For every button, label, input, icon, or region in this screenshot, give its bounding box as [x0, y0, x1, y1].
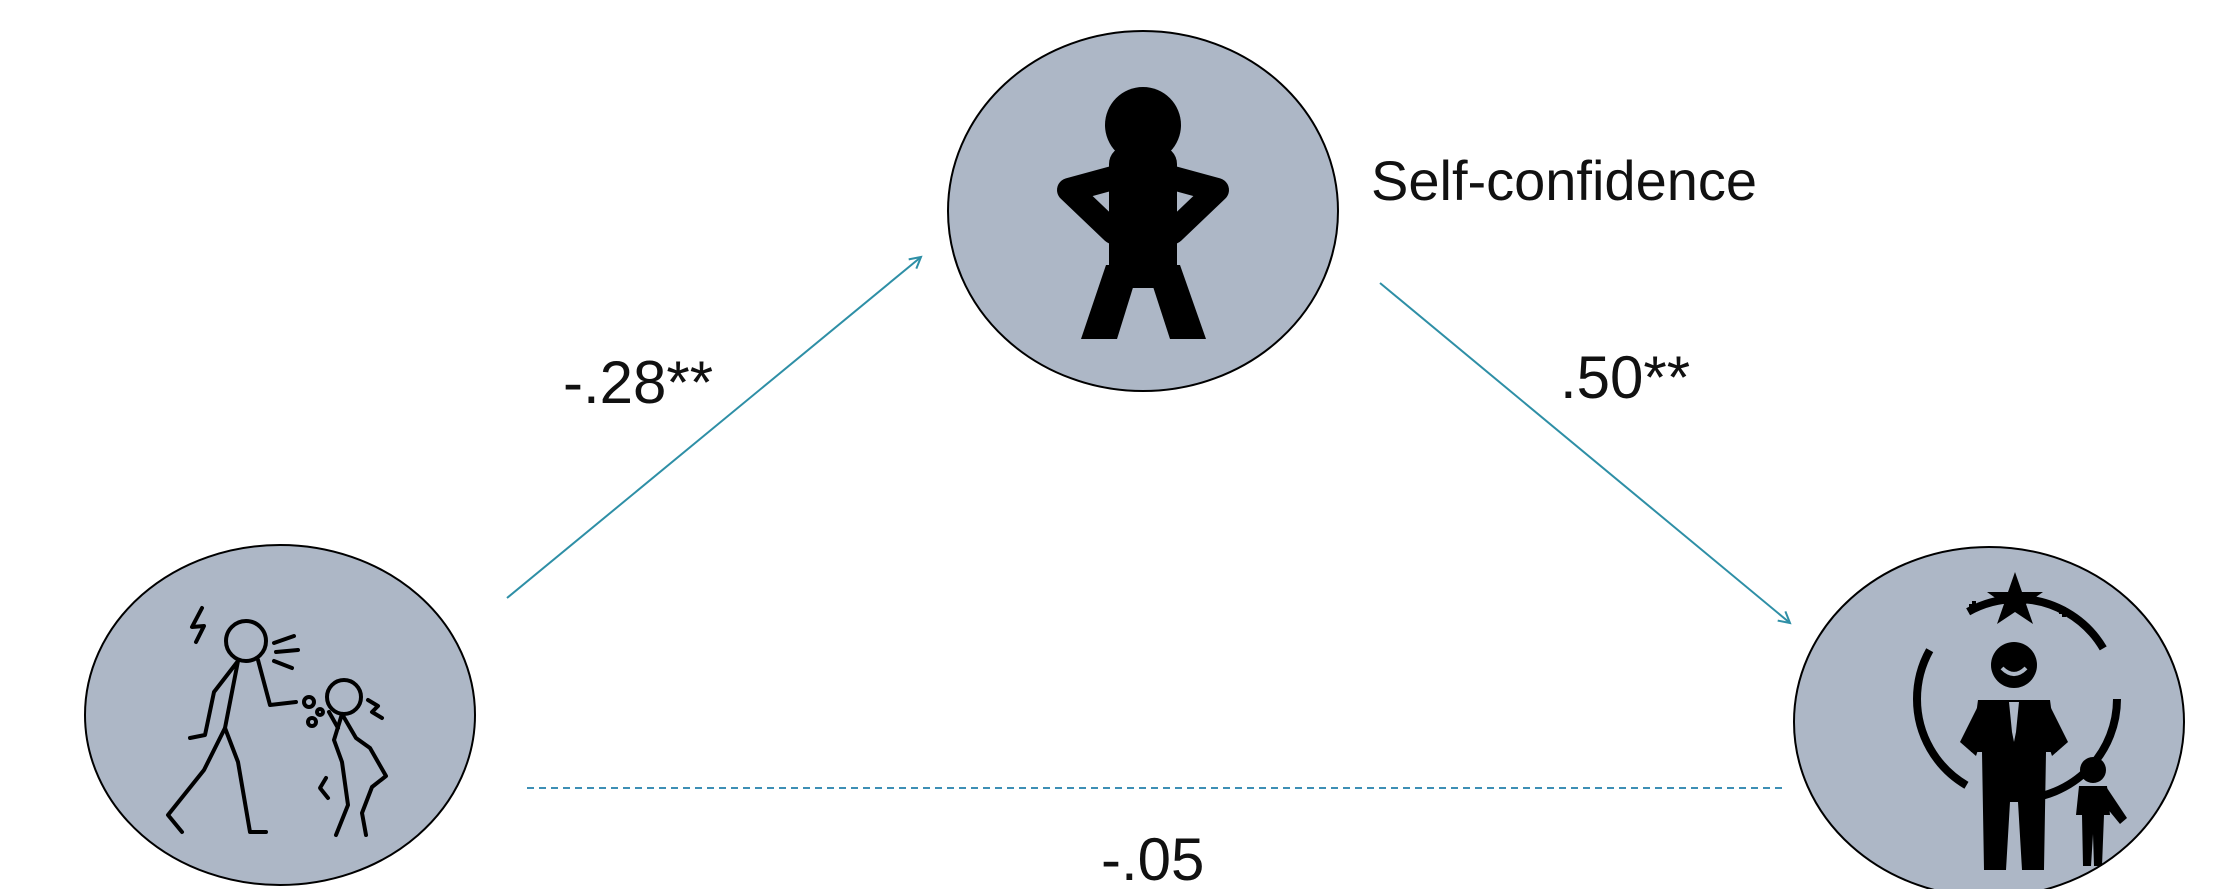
path-b-arrow [1379, 282, 1790, 623]
outcome-node [1793, 546, 2185, 889]
mediator-node [947, 30, 1339, 392]
predictor-node [84, 544, 476, 886]
bullying-people-icon [166, 606, 388, 837]
mediator-label: Self-confidence [1371, 149, 1758, 212]
path-b-coefficient: .50** [1560, 344, 1691, 411]
path-a-arrow [506, 257, 921, 599]
path-c-prime-coefficient: -.05 [1101, 826, 1205, 893]
path-a-coefficient: -.28** [563, 349, 714, 416]
standing-person-icon [1057, 87, 1229, 339]
parent-with-child-star-icon [1913, 572, 2127, 870]
